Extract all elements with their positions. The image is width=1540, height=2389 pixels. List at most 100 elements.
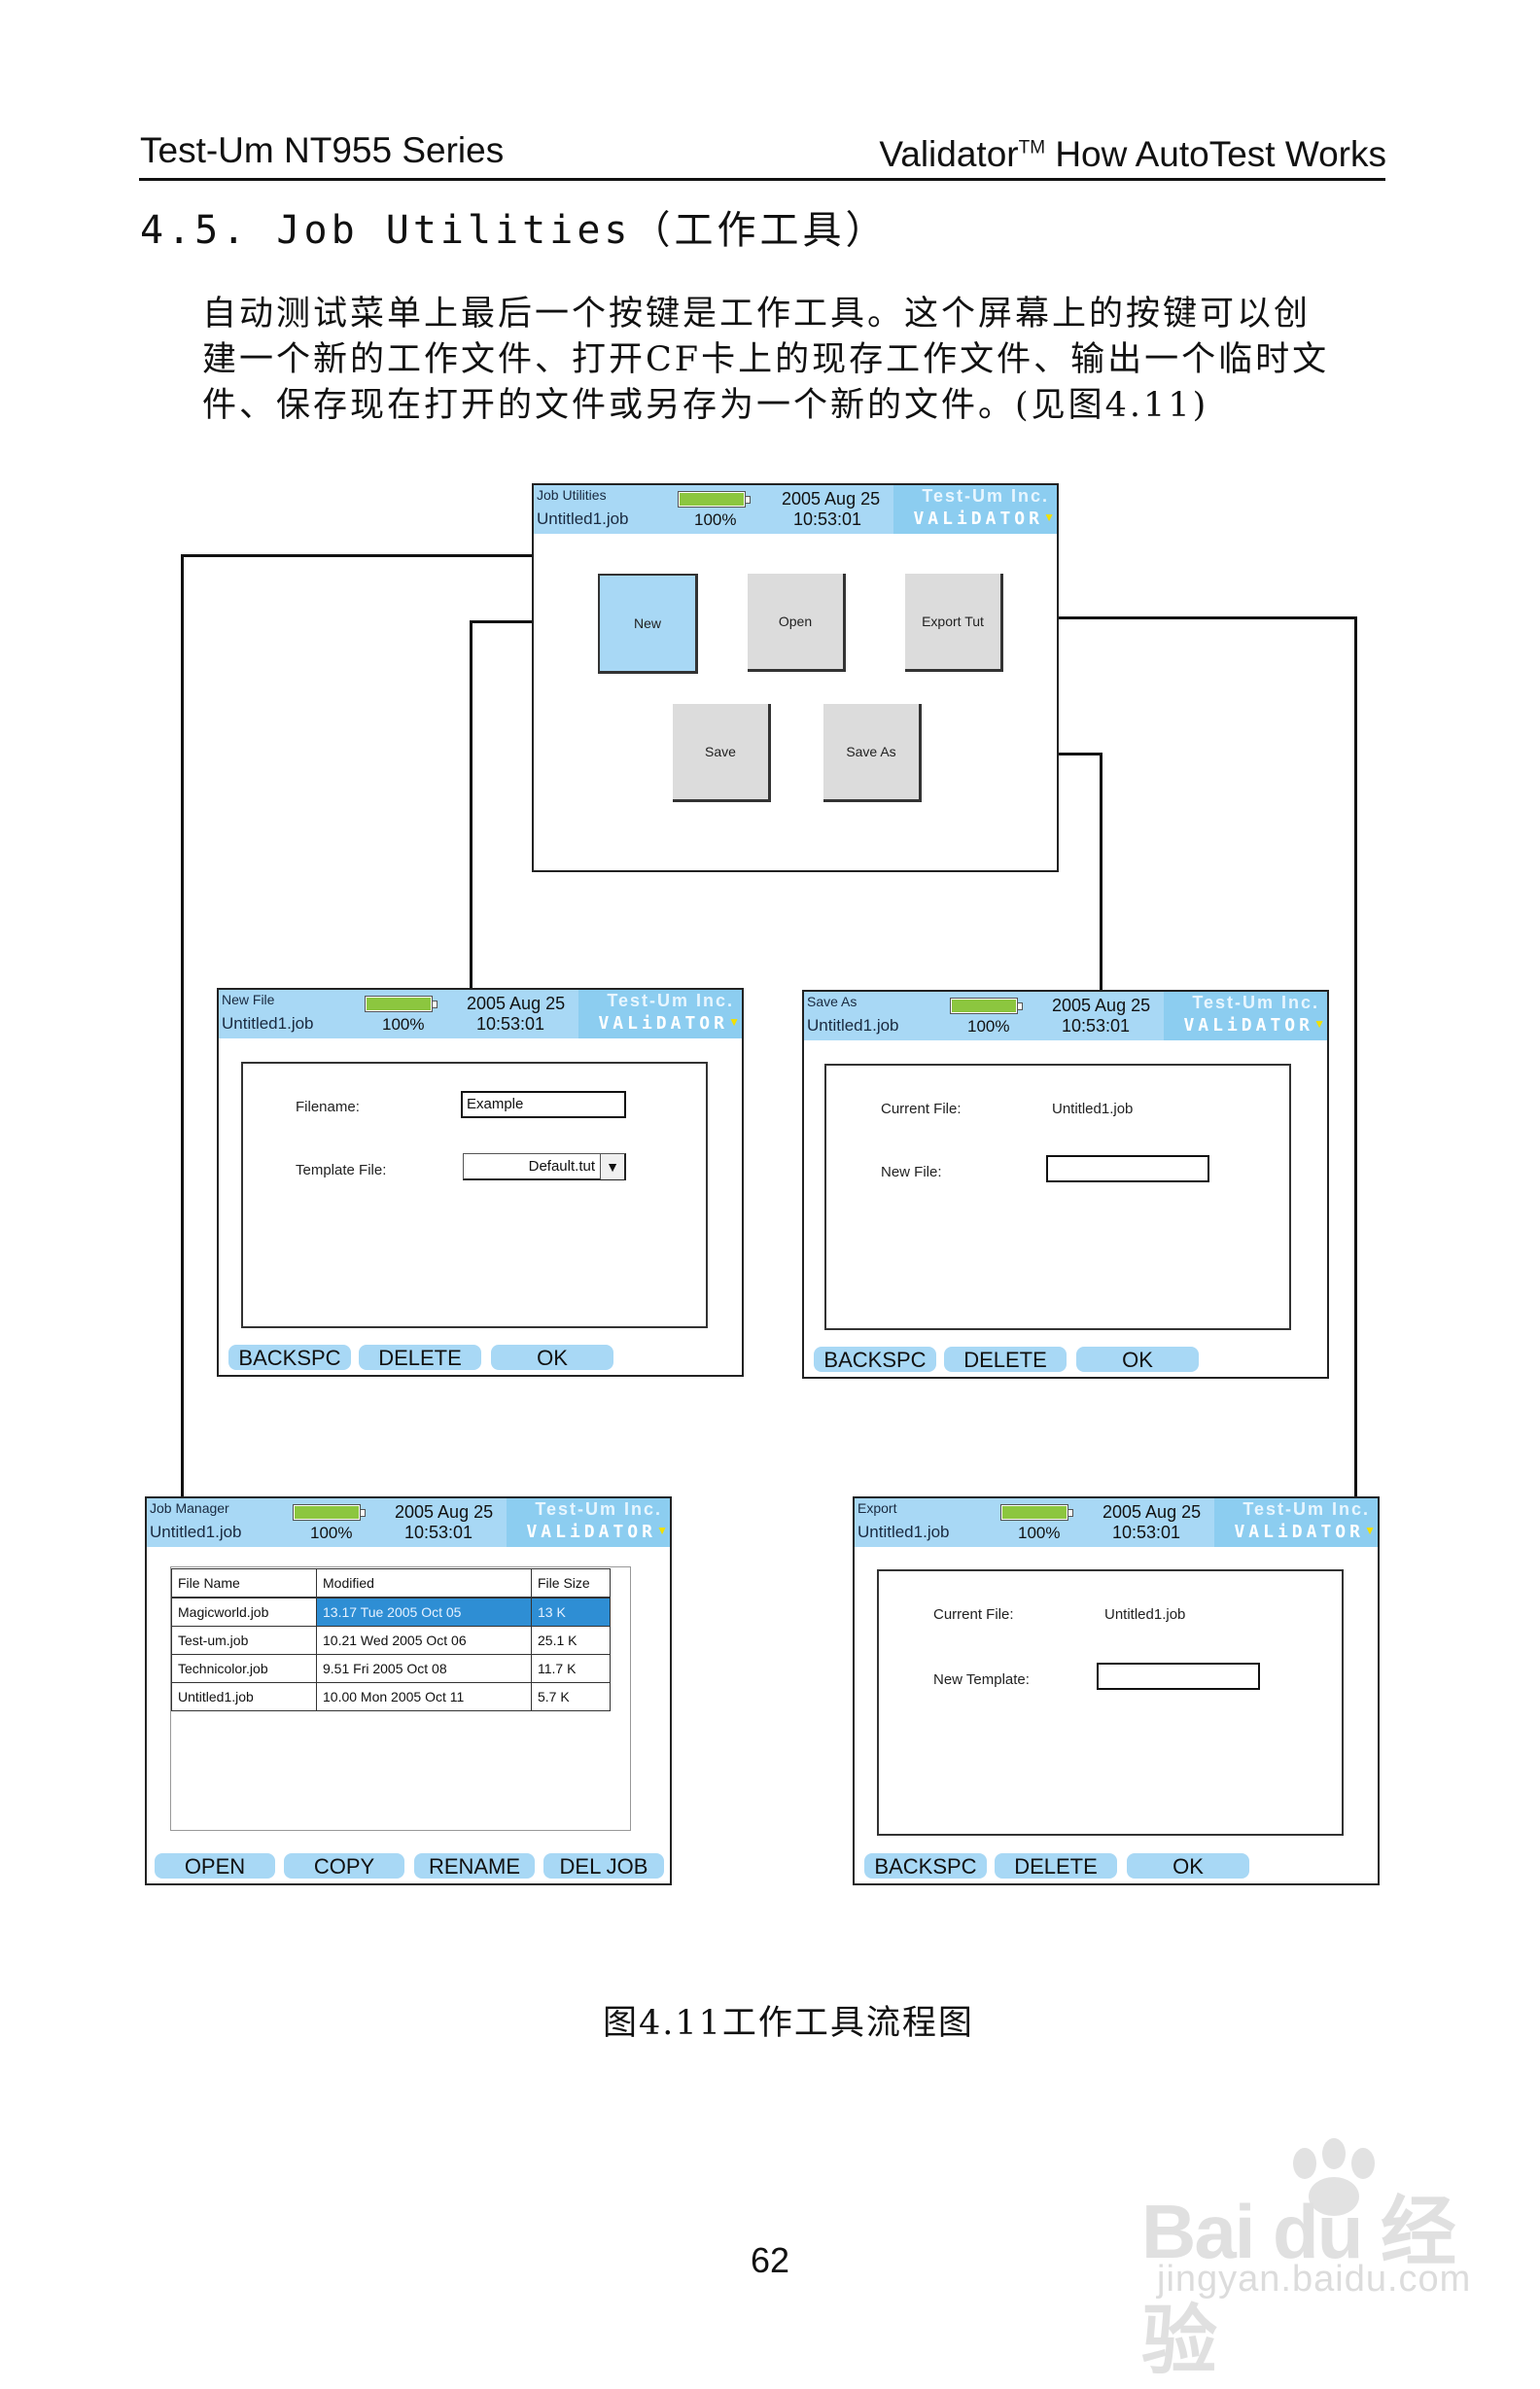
column-header-modified[interactable]: Modified: [316, 1568, 532, 1599]
new-file-input[interactable]: [1046, 1155, 1209, 1182]
brand-logo: Test-Um Inc. VALiDATOR ▼: [1164, 992, 1327, 1040]
delete-softkey[interactable]: DELETE: [944, 1347, 1067, 1372]
delete-softkey[interactable]: DELETE: [995, 1853, 1117, 1879]
open-softkey[interactable]: OPEN: [155, 1853, 275, 1879]
battery-icon: [950, 998, 1023, 1014]
dropdown-arrow-icon: ▼: [728, 1015, 740, 1029]
date-display: 2005 Aug 25: [395, 1502, 494, 1522]
column-header-file-size[interactable]: File Size: [531, 1568, 611, 1599]
export-screen: Export Untitled1.job 100% 2005 Aug 25 10…: [853, 1496, 1380, 1885]
dropdown-arrow-icon: ▼: [1313, 1017, 1325, 1031]
new-button[interactable]: New: [598, 574, 698, 674]
battery-percent: 100%: [694, 510, 737, 529]
new-template-input[interactable]: [1097, 1663, 1260, 1690]
template-file-label: Template File:: [296, 1162, 387, 1178]
new-template-label: New Template:: [933, 1671, 1030, 1688]
date-display: 2005 Aug 25: [782, 489, 881, 509]
section-title: 4.5. Job Utilities（工作工具）: [140, 208, 889, 253]
date-display: 2005 Aug 25: [1052, 996, 1151, 1015]
filename-input[interactable]: Example: [461, 1091, 626, 1118]
page-number: 62: [750, 2240, 790, 2280]
battery-percent: 100%: [1018, 1524, 1061, 1542]
save-button[interactable]: Save: [673, 704, 771, 802]
current-job-file: Untitled1.job: [807, 1016, 899, 1035]
job-manager-screen: Job Manager Untitled1.job 100% 2005 Aug …: [145, 1496, 672, 1885]
modified-cell: 13.17 Tue 2005 Oct 05: [316, 1597, 532, 1627]
brand-logo: Test-Um Inc. VALiDATOR ▼: [893, 485, 1057, 534]
current-job-file: Untitled1.job: [537, 509, 629, 528]
battery-percent: 100%: [310, 1524, 353, 1542]
dropdown-arrow-icon: ▼: [656, 1524, 668, 1537]
export-tut-button[interactable]: Export Tut: [905, 574, 1003, 672]
ok-softkey[interactable]: OK: [1127, 1853, 1249, 1879]
screen-name: New File: [222, 992, 275, 1007]
battery-icon: [293, 1504, 366, 1521]
time-display: 10:53:01: [793, 509, 862, 529]
header-rule: [139, 178, 1385, 181]
modified-cell: 10.00 Mon 2005 Oct 11: [316, 1682, 532, 1711]
file-size-cell: 13 K: [531, 1597, 611, 1627]
connector-line: [999, 616, 1357, 619]
dropdown-arrow-icon: ▼: [1043, 510, 1055, 524]
template-file-select[interactable]: Default.tut ▼: [463, 1153, 626, 1180]
screen-name: Save As: [807, 994, 858, 1009]
file-name-cell: Untitled1.job: [171, 1682, 317, 1711]
modified-cell: 9.51 Fri 2005 Oct 08: [316, 1654, 532, 1683]
connector-line: [1100, 753, 1102, 990]
paragraph-line: 建一个新的工作文件、打开CF卡上的现存工作文件、输出一个临时文: [202, 340, 1330, 379]
battery-icon: [678, 491, 751, 508]
paw-icon: [1293, 2138, 1375, 2216]
title-bar: New File Untitled1.job 100% 2005 Aug 25 …: [219, 990, 742, 1038]
file-name-cell: Technicolor.job: [171, 1654, 317, 1683]
file-size-cell: 5.7 K: [531, 1682, 611, 1711]
file-size-cell: 25.1 K: [531, 1626, 611, 1655]
form-panel: Filename: Example Template File: Default…: [241, 1062, 708, 1328]
screen-name: Job Manager: [150, 1500, 229, 1516]
backspc-softkey[interactable]: BACKSPC: [228, 1345, 351, 1370]
figure-caption: 图4.11工作工具流程图: [603, 2004, 974, 2043]
time-display: 10:53:01: [1062, 1016, 1131, 1036]
backspc-softkey[interactable]: BACKSPC: [814, 1347, 936, 1372]
title-bar: Save As Untitled1.job 100% 2005 Aug 25 1…: [804, 992, 1327, 1040]
backspc-softkey[interactable]: BACKSPC: [864, 1853, 987, 1879]
battery-icon: [1000, 1504, 1073, 1521]
watermark: Bai du 经验 jingyan.baidu.com: [1139, 2134, 1489, 2383]
title-bar: Job Utilities Untitled1.job 100% 2005 Au…: [534, 485, 1057, 534]
column-header-file-name[interactable]: File Name: [171, 1568, 317, 1599]
table-row[interactable]: Magicworld.job 13.17 Tue 2005 Oct 05 13 …: [171, 1597, 611, 1627]
form-panel: Current File: Untitled1.job New Template…: [877, 1569, 1344, 1836]
table-row[interactable]: Technicolor.job 9.51 Fri 2005 Oct 08 11.…: [171, 1654, 611, 1683]
modified-cell: 10.21 Wed 2005 Oct 06: [316, 1626, 532, 1655]
table-row[interactable]: Untitled1.job 10.00 Mon 2005 Oct 11 5.7 …: [171, 1682, 611, 1711]
brand-logo: Test-Um Inc. VALiDATOR ▼: [578, 990, 742, 1038]
table-row[interactable]: Test-um.job 10.21 Wed 2005 Oct 06 25.1 K: [171, 1626, 611, 1655]
screen-name: Job Utilities: [537, 487, 607, 503]
ok-softkey[interactable]: OK: [491, 1345, 613, 1370]
title-bar: Job Manager Untitled1.job 100% 2005 Aug …: [147, 1498, 670, 1547]
screen-name: Export: [858, 1500, 897, 1516]
watermark-text: Bai du 经验: [1141, 2189, 1456, 2383]
filename-label: Filename:: [296, 1099, 360, 1115]
rename-softkey[interactable]: RENAME: [414, 1853, 535, 1879]
connector-line: [1354, 616, 1357, 1497]
title-bar: Export Untitled1.job 100% 2005 Aug 25 10…: [855, 1498, 1378, 1547]
dropdown-arrow-icon: ▼: [1364, 1524, 1376, 1537]
job-utilities-screen: Job Utilities Untitled1.job 100% 2005 Au…: [532, 483, 1059, 872]
time-display: 10:53:01: [476, 1014, 545, 1034]
connector-line: [181, 554, 184, 1497]
time-display: 10:53:01: [404, 1523, 473, 1542]
template-file-value: Default.tut: [528, 1158, 595, 1175]
current-job-file: Untitled1.job: [222, 1014, 314, 1033]
header-section-title: ValidatorTM How AutoTest Works: [879, 134, 1386, 174]
watermark-url: jingyan.baidu.com: [1157, 2259, 1472, 2300]
date-display: 2005 Aug 25: [467, 994, 566, 1013]
open-button[interactable]: Open: [748, 574, 846, 672]
save-as-button[interactable]: Save As: [823, 704, 922, 802]
job-file-table: File Name Modified File Size Magicworld.…: [171, 1568, 611, 1711]
file-name-cell: Magicworld.job: [171, 1597, 317, 1627]
delete-softkey[interactable]: DELETE: [359, 1345, 481, 1370]
ok-softkey[interactable]: OK: [1076, 1347, 1199, 1372]
copy-softkey[interactable]: COPY: [284, 1853, 404, 1879]
del-job-softkey[interactable]: DEL JOB: [543, 1853, 664, 1879]
chevron-down-icon[interactable]: ▼: [600, 1154, 624, 1179]
